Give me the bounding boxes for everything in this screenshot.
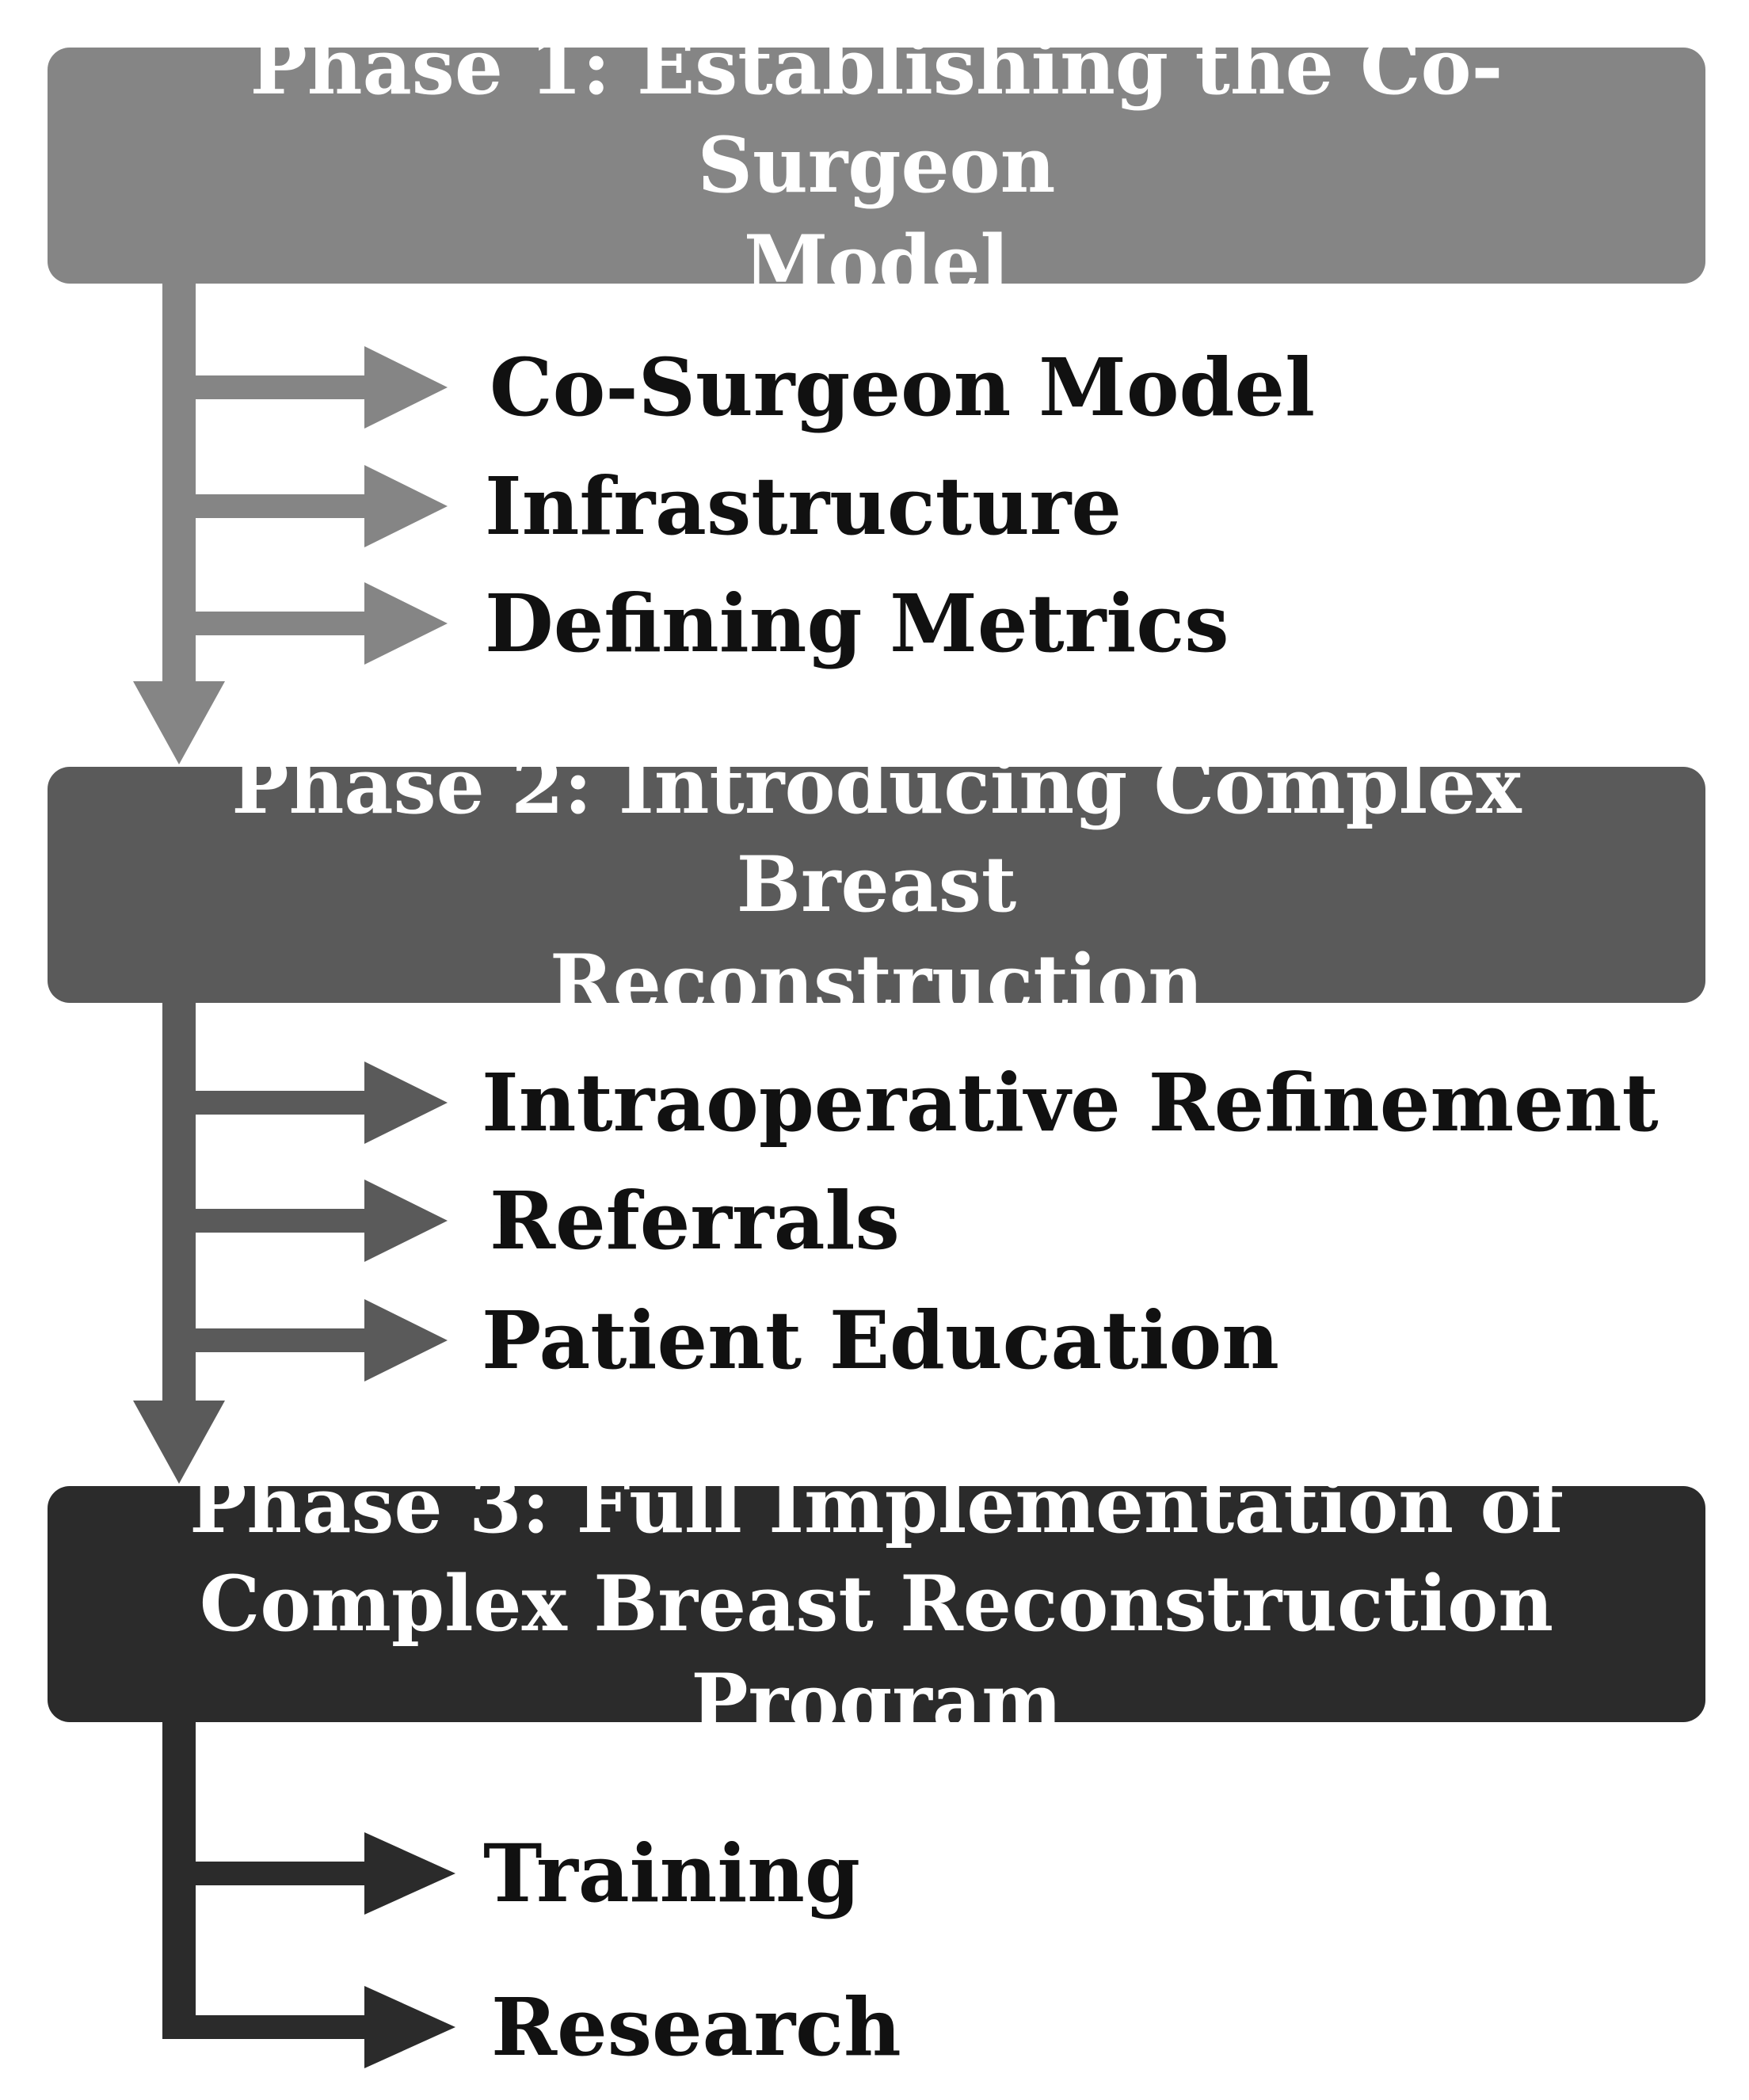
phase-2-title-line-2: Reconstruction: [550, 938, 1203, 1027]
phase-3-title-line-1: Phase 3: Full Implementation of: [189, 1461, 1564, 1550]
phase-1-down-arrow: [133, 681, 225, 764]
phase-2-item-referrals: Referrals: [490, 1174, 900, 1267]
phase-2-connectors: [133, 1000, 448, 1484]
phase-3-branch-1: [196, 1862, 378, 1885]
phase-1-title-line-1: Phase 1: Establishing the Co-Surgeon: [250, 22, 1503, 210]
phase-2-branch-3: [196, 1328, 378, 1352]
phase-3-connectors: [162, 1720, 455, 2068]
phase-3-title-line-2: Complex Breast Reconstruction Program: [199, 1559, 1554, 1747]
phase-3-arrowhead-2: [364, 1986, 455, 2068]
phase-3-item-training: Training: [483, 1827, 860, 1920]
phase-1-arrowhead-1: [364, 346, 448, 429]
phase-2-title-line-1: Phase 2: Introducing Complex Breast: [231, 741, 1522, 929]
phase-2-arrowhead-1: [364, 1061, 448, 1144]
phase-1-branch-1: [196, 375, 378, 399]
phase-2-branch-1: [196, 1091, 378, 1115]
phase-2-arrowhead-3: [364, 1299, 448, 1382]
phase-1-item-co-surgeon-model: Co-Surgeon Model: [490, 341, 1316, 434]
phase-3-arrowhead-1: [364, 1832, 455, 1915]
phase-2-branch-2: [196, 1209, 378, 1233]
phase-1-box: Phase 1: Establishing the Co-Surgeon Mod…: [48, 22, 1705, 308]
phase-1-branch-2: [196, 494, 378, 518]
phase-1-branch-3: [196, 612, 378, 635]
phase-1-arrowhead-3: [364, 582, 448, 665]
phase-2-arrowhead-2: [364, 1180, 448, 1262]
phase-1-title-line-2: Model: [744, 219, 1009, 308]
phase-1-item-infrastructure: Infrastructure: [485, 459, 1122, 553]
phase-1-arrowhead-2: [364, 465, 448, 547]
phase-3-branch-2: [196, 2015, 378, 2039]
phase-2-box: Phase 2: Introducing Complex Breast Reco…: [48, 741, 1705, 1027]
phase-2-title: Phase 2: Introducing Complex Breast Reco…: [79, 737, 1674, 1032]
phase-2-down-arrow: [133, 1401, 225, 1484]
phase-1-trunk: [162, 281, 196, 693]
phase-3-trunk: [162, 1720, 196, 2039]
phase-2-trunk: [162, 1000, 196, 1412]
phase-1-title: Phase 1: Establishing the Co-Surgeon Mod…: [79, 18, 1674, 313]
phase-2-item-patient-education: Patient Education: [482, 1294, 1279, 1387]
phase-3-item-research: Research: [491, 1980, 901, 2074]
phase-1-item-defining-metrics: Defining Metrics: [485, 577, 1229, 670]
phase-1-connectors: [133, 281, 448, 764]
phase-3-title: Phase 3: Full Implementation of Complex …: [79, 1457, 1674, 1751]
phase-3-box: Phase 3: Full Implementation of Complex …: [48, 1461, 1705, 1747]
phase-2-item-intraoperative-refinement: Intraoperative Refinement: [482, 1056, 1659, 1149]
